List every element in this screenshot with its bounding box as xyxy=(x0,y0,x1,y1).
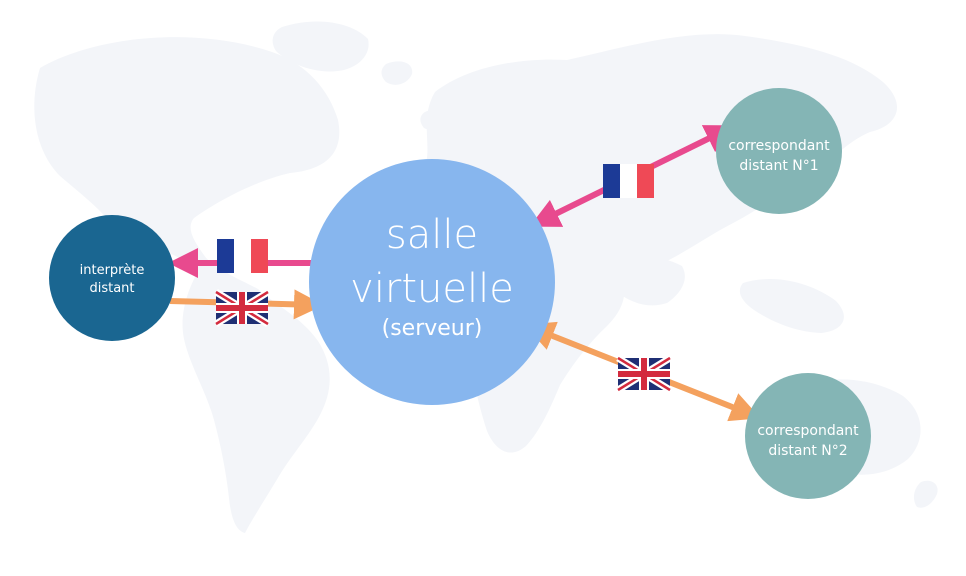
uk-flag-icon xyxy=(216,292,268,324)
remote-interpreter-node: interprète distant xyxy=(49,215,175,341)
server-label-line1: salle xyxy=(386,212,478,258)
correspondent2-label-line1: correspondant xyxy=(757,423,859,439)
correspondent1-label-line1: correspondant xyxy=(728,138,830,154)
remote-correspondent-1-node: correspondant distant N°1 xyxy=(716,88,842,214)
remote-correspondent-2-node: correspondant distant N°2 xyxy=(745,373,871,499)
virtual-room-server-node: salle virtuelle (serveur) xyxy=(309,159,555,405)
correspondent1-label-line2: distant N°1 xyxy=(739,158,818,174)
interpreter-label-line2: distant xyxy=(89,281,134,296)
server-label-line3: (serveur) xyxy=(382,316,483,341)
interpreter-label-line1: interprète xyxy=(80,263,145,278)
french-flag-icon xyxy=(603,164,654,198)
french-flag-icon xyxy=(217,239,268,273)
correspondent2-label-line2: distant N°2 xyxy=(768,443,847,459)
server-label-line2: virtuelle xyxy=(350,266,514,312)
uk-flag-icon xyxy=(618,358,670,390)
